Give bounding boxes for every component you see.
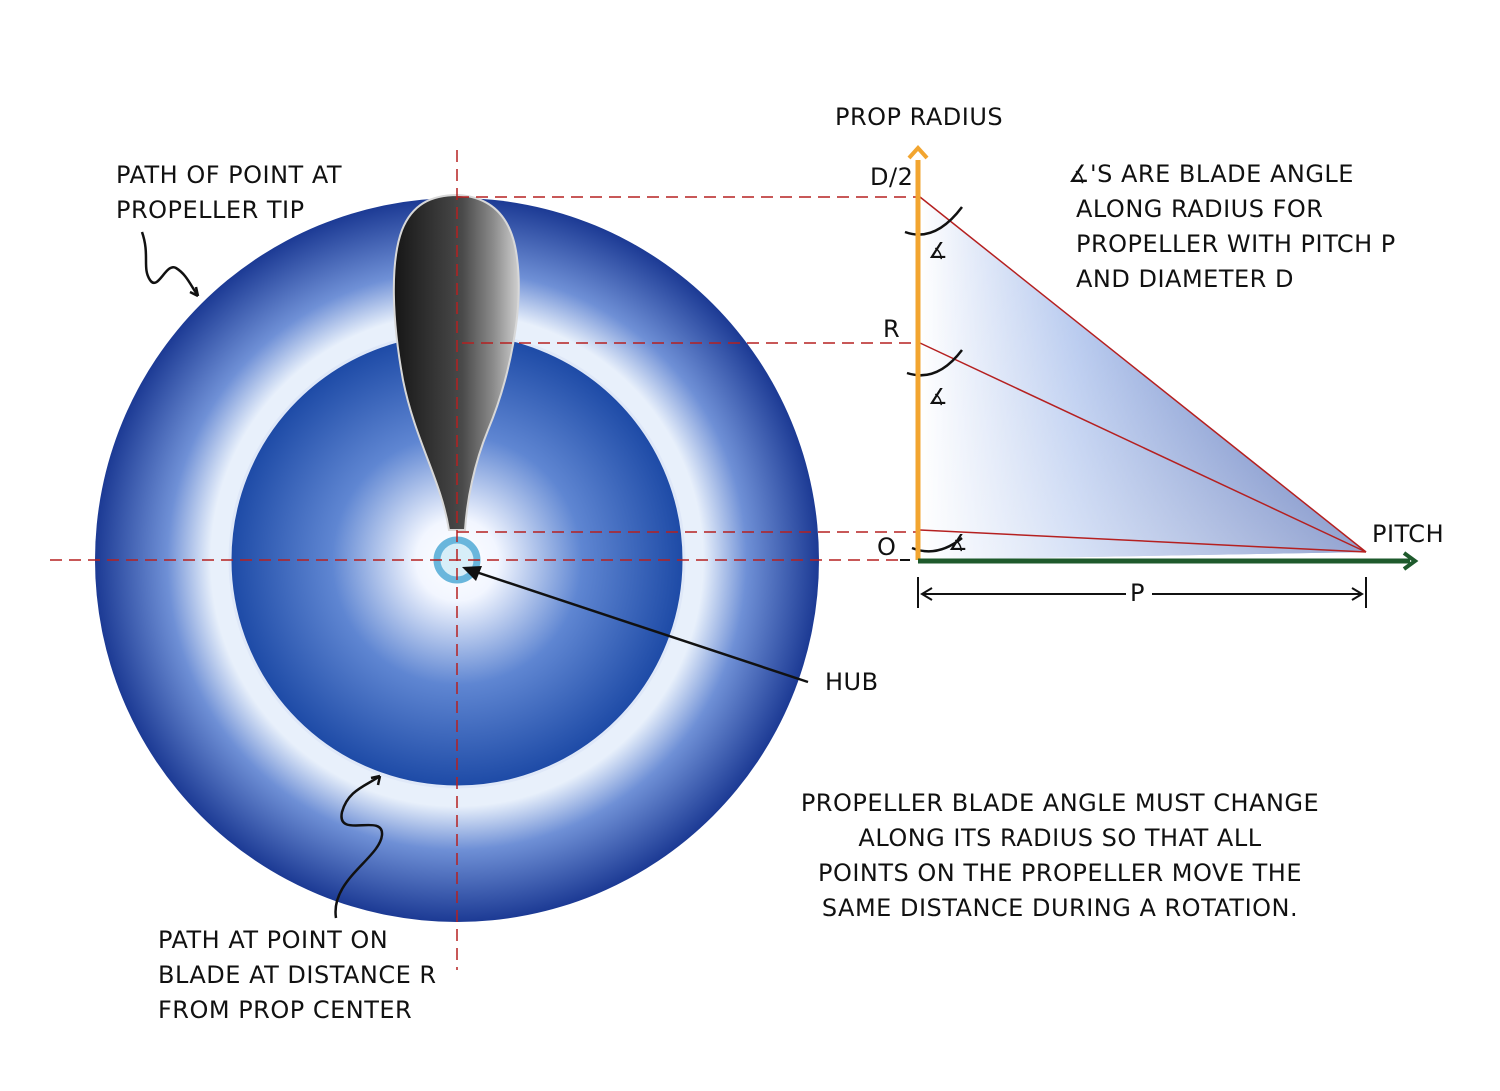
angle-note: ∡'S ARE BLADE ANGLE ALONG RADIUS FOR PRO… bbox=[1068, 157, 1396, 297]
p-dim-arrow-left bbox=[920, 587, 933, 601]
pitch-axis-arrow bbox=[1402, 551, 1419, 571]
r-angle-arc bbox=[906, 349, 963, 377]
tip-path-label-line: PROPELLER TIP bbox=[116, 196, 305, 224]
tip-angle-mark: ∡ bbox=[928, 239, 949, 264]
r-path-leader-arrow bbox=[370, 774, 382, 786]
caption-line: POINTS ON THE PROPELLER MOVE THE bbox=[817, 859, 1303, 887]
tip-path-leader-arrow bbox=[189, 286, 200, 298]
tip-path-leader bbox=[140, 231, 200, 297]
hub-hypotenuse bbox=[919, 529, 1367, 553]
r-path-label-line: PATH AT POINT ON bbox=[158, 926, 389, 954]
d-half-tick-label: D/2 bbox=[870, 163, 914, 191]
prop-radius-axis-label: PROP RADIUS bbox=[835, 103, 1004, 131]
angle-note-line: ALONG RADIUS FOR bbox=[1076, 195, 1324, 223]
hub-angle-mark: ∡ bbox=[948, 531, 969, 556]
r-hypotenuse bbox=[919, 342, 1367, 553]
r-path-leader bbox=[334, 774, 384, 919]
hub-label: HUB bbox=[825, 668, 879, 696]
tip-angle-arc bbox=[904, 206, 963, 236]
r-path-label-line: BLADE AT DISTANCE R bbox=[158, 961, 437, 989]
r-tick-label: R bbox=[883, 315, 901, 343]
hub-leader-arrowhead bbox=[462, 566, 482, 581]
pitch-dimension-label: P bbox=[1130, 579, 1145, 607]
pitch-axis-label: PITCH bbox=[1372, 520, 1445, 548]
hub-leader bbox=[469, 568, 809, 684]
zero-tick-label: O bbox=[877, 533, 897, 561]
caption: PROPELLER BLADE ANGLE MUST CHANGE ALONG … bbox=[790, 786, 1330, 926]
r-path-label: PATH AT POINT ON BLADE AT DISTANCE R FRO… bbox=[158, 923, 437, 1028]
p-dim-arrow-right bbox=[1351, 587, 1364, 601]
tip-hypotenuse bbox=[919, 196, 1367, 553]
caption-line: SAME DISTANCE DURING A ROTATION. bbox=[821, 894, 1299, 922]
tip-path-label: PATH OF POINT AT PROPELLER TIP bbox=[116, 158, 342, 228]
caption-line: PROPELLER BLADE ANGLE MUST CHANGE bbox=[800, 789, 1320, 817]
angle-note-line: PROPELLER WITH PITCH P bbox=[1076, 230, 1396, 258]
prop-radius-arrow bbox=[907, 145, 929, 160]
r-angle-mark: ∡ bbox=[928, 385, 949, 410]
r-path-label-line: FROM PROP CENTER bbox=[158, 996, 413, 1024]
caption-line: ALONG ITS RADIUS SO THAT ALL bbox=[858, 824, 1262, 852]
tip-angle-wedge-shade bbox=[920, 197, 1366, 560]
angle-note-line: AND DIAMETER D bbox=[1076, 265, 1294, 293]
tip-path-label-line: PATH OF POINT AT bbox=[116, 161, 343, 189]
angle-note-line: ∡'S ARE BLADE ANGLE bbox=[1068, 160, 1354, 188]
